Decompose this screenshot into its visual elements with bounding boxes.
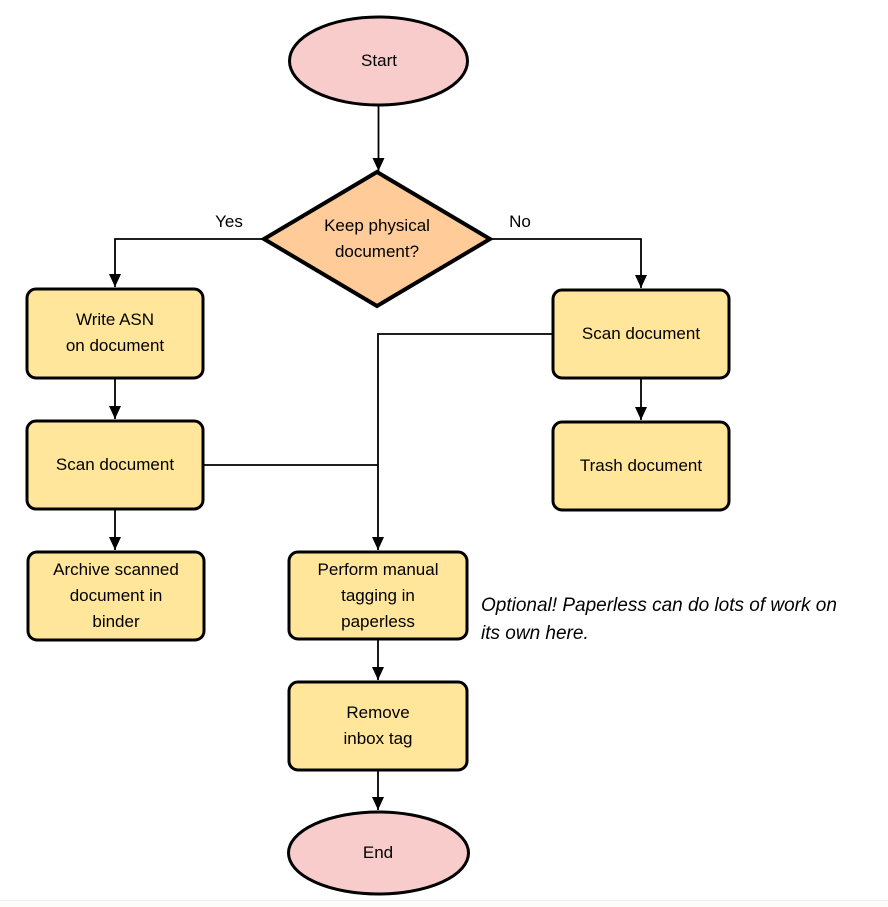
end-node-label: End bbox=[362, 843, 394, 862]
scan-document-right-node bbox=[551, 288, 731, 380]
trash-document-node-label: Trash document bbox=[579, 456, 703, 475]
remove-inbox-tag-node bbox=[287, 680, 469, 772]
archive-node-label: Archive scanned document in binder bbox=[53, 560, 179, 631]
manual-tagging-node bbox=[287, 550, 469, 641]
scan-document-left-node-label: Scan document bbox=[55, 455, 175, 474]
optional-note-text: Optional! Paperless can do lots of work … bbox=[481, 595, 837, 644]
connector-scan-right-to-tagging bbox=[372, 333, 553, 550]
write-asn-node bbox=[25, 287, 205, 380]
end-node bbox=[287, 810, 470, 896]
scan-document-left-node bbox=[25, 419, 205, 511]
start-node-label: Start bbox=[361, 51, 397, 70]
page-bottom-strip bbox=[0, 900, 888, 907]
connector-decision-yes-to-write-asn bbox=[109, 238, 264, 287]
edge-label-yes: Yes bbox=[215, 212, 243, 231]
trash-document-node bbox=[551, 420, 731, 512]
connector-decision-no-to-scan-right bbox=[490, 238, 647, 288]
start-node bbox=[288, 15, 469, 107]
archive-node bbox=[26, 550, 206, 642]
decision-node bbox=[260, 169, 494, 309]
remove-inbox-tag-node-label: Remove inbox tag bbox=[343, 703, 413, 748]
decision-node-label: Keep physical document? bbox=[324, 216, 430, 261]
manual-tagging-node-label: Perform manual tagging in paperless bbox=[317, 560, 439, 631]
edge-label-no: No bbox=[509, 212, 531, 231]
scan-document-right-node-label: Scan document bbox=[581, 324, 701, 343]
write-asn-node-label: Write ASN on document bbox=[65, 310, 165, 355]
